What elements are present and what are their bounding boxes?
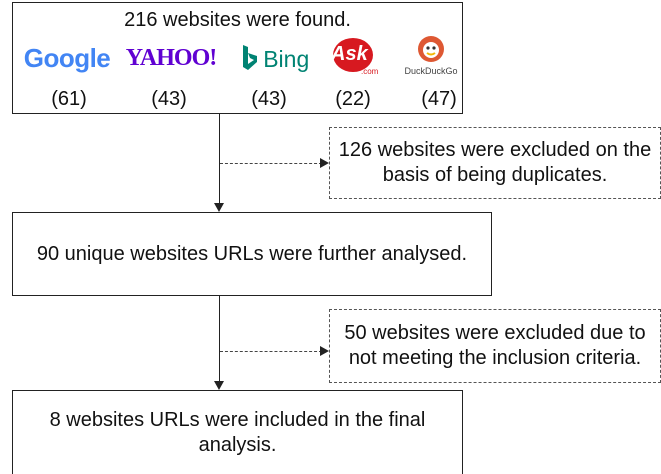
ask-logo: Ask .com [325,37,385,86]
duckduckgo-logo-text: DuckDuckGo [404,66,458,76]
duplicates-excluded-text: 126 websites were excluded on the basis … [338,139,652,186]
bing-count: (43) [251,88,287,110]
total-found-text: 216 websites were found. [124,9,351,31]
arrow-right-2 [320,346,329,356]
final-websites-box: 8 websites URLs were included in the fin… [12,390,463,474]
exclusion-connector-1 [220,163,322,164]
final-websites-text: 8 websites URLs were included in the fin… [49,408,426,456]
duplicates-excluded-box: 126 websites were excluded on the basis … [329,127,661,199]
arrow-down-2 [214,381,224,390]
google-logo-text: Google [23,43,111,73]
unique-websites-box: 90 unique websites URLs were further ana… [12,212,492,296]
bing-icon [242,45,257,70]
criteria-excluded-box: 50 websites were excluded due to not mee… [329,309,661,383]
ask-count: (22) [335,88,371,110]
yahoo-logo: YAHOO! [121,45,221,72]
ask-com-text: .com [361,67,379,76]
bing-logo: Bing [225,45,325,73]
arrow-right-1 [320,158,329,168]
yahoo-count: (43) [151,88,187,110]
bing-logo-text: Bing [263,46,310,72]
unique-websites-text: 90 unique websites URLs were further ana… [36,242,468,265]
duckduckgo-icon [418,36,444,62]
connector-top-to-middle [219,114,220,203]
exclusion-connector-2 [220,351,322,352]
criteria-excluded-text: 50 websites were excluded due to not mee… [344,322,646,369]
duckduckgo-logo: DuckDuckGo [401,35,461,76]
ask-logo-text: Ask [331,43,368,65]
google-logo: Google [21,43,113,74]
search-results-box: 216 websites were found. Google YAHOO! B… [12,2,463,114]
connector-middle-to-final [219,296,220,381]
google-count: (61) [51,88,87,110]
ask-icon [333,38,373,72]
yahoo-logo-text: YAHOO! [125,45,217,71]
duckduckgo-count: (47) [421,88,457,110]
arrow-down-1 [214,203,224,212]
